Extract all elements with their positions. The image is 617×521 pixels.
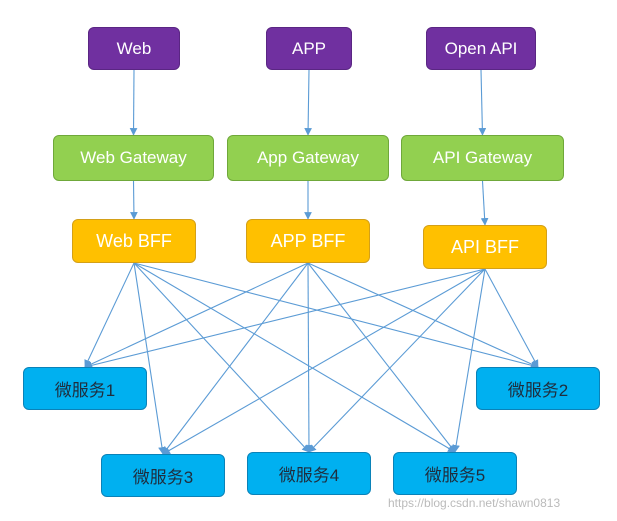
microservice-1-node: 微服务1 (23, 367, 147, 410)
edge-web_bff-to-ms2 (133, 262, 539, 370)
edge-app_bff-to-ms3 (162, 262, 309, 455)
app-gateway-node: App Gateway (227, 135, 389, 181)
microservice-3-node: 微服务3 (101, 454, 225, 497)
edge-app_bff-to-ms4 (305, 262, 313, 453)
edge-web_bff-to-ms5 (133, 262, 456, 453)
api-gateway-node: API Gateway (401, 135, 564, 181)
microservice-4-node: 微服务4 (247, 452, 371, 495)
watermark: https://blog.csdn.net/shawn0813 (388, 496, 561, 510)
edge-app_bff-to-ms5 (307, 262, 456, 453)
edge-api_bff-to-ms3 (162, 268, 486, 455)
edge-api_bff-to-ms5 (452, 268, 486, 453)
edge-open_api-to-api_gateway (478, 69, 487, 136)
edge-app_bff-to-ms2 (307, 262, 539, 368)
edge-app-to-app_gateway (304, 69, 312, 136)
edge-web_bff-to-ms1 (84, 262, 135, 368)
web-gateway-node: Web Gateway (53, 135, 214, 181)
app-bff-node: APP BFF (246, 219, 370, 263)
edge-api_gateway-to-api_bff (480, 180, 489, 226)
edge-api_bff-to-ms2 (484, 268, 539, 368)
web-client-node: Web (88, 27, 180, 70)
edge-web_gateway-to-web_bff (130, 180, 138, 220)
edge-api_bff-to-ms4 (308, 268, 486, 453)
app-client-node: APP (266, 27, 352, 70)
web-bff-node: Web BFF (72, 219, 196, 263)
edge-web-to-web_gateway (129, 69, 138, 136)
edge-api_bff-to-ms1 (84, 268, 486, 370)
api-bff-node: API BFF (423, 225, 547, 269)
edge-web_bff-to-ms3 (133, 262, 166, 455)
microservice-5-node: 微服务5 (393, 452, 517, 495)
edge-app_bff-to-ms1 (84, 262, 309, 368)
microservice-2-node: 微服务2 (476, 367, 600, 410)
edge-web_bff-to-ms4 (133, 262, 310, 453)
open-api-client-node: Open API (426, 27, 536, 70)
